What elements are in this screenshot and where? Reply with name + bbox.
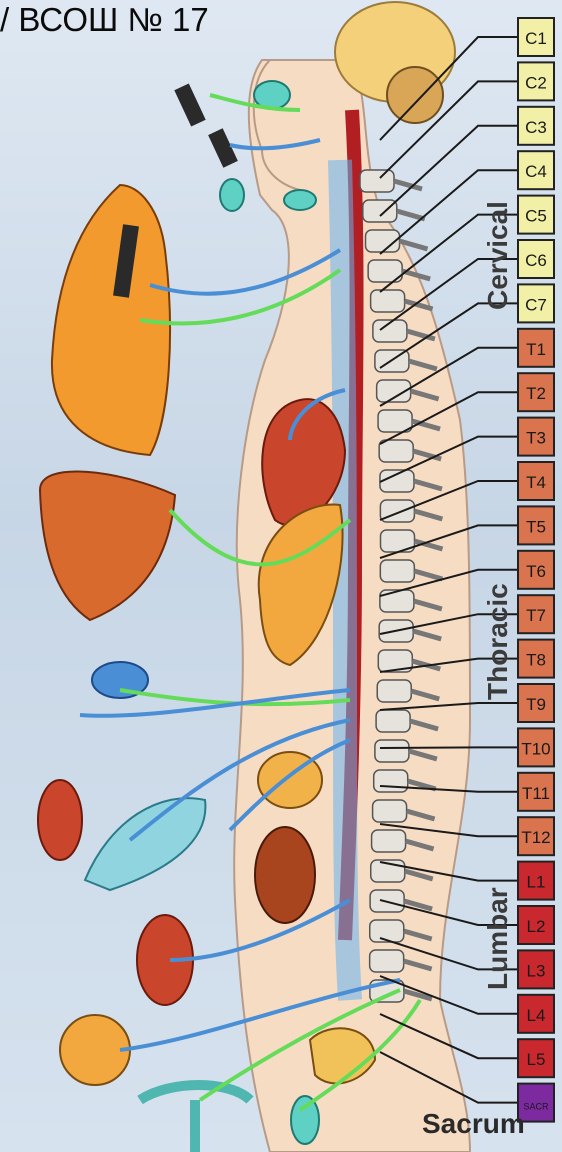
segment-label: T7	[526, 606, 546, 625]
kidney-shape	[38, 780, 82, 860]
segment-label: C4	[525, 162, 547, 181]
segment-label: T6	[526, 562, 546, 581]
segment-label: C6	[525, 251, 547, 270]
segment-label: T3	[526, 429, 546, 448]
pancreas-shape	[85, 798, 205, 890]
vertebra	[377, 680, 411, 702]
sacrum-label: Sacrum	[422, 1108, 525, 1139]
dark-ganglion-1	[174, 83, 205, 126]
segment-label: L5	[527, 1050, 546, 1069]
vertebra	[380, 560, 414, 582]
vertebra	[370, 920, 404, 942]
segment-label: C1	[525, 29, 547, 48]
thoracic-region-label: Thoracic	[482, 583, 513, 700]
segment-label: SACR	[523, 1102, 549, 1112]
lumbar-region-label: Lumbar	[482, 887, 513, 990]
cerebellum-shape	[387, 67, 443, 123]
segment-label: C5	[525, 207, 547, 226]
vertebra	[370, 950, 404, 972]
vertebra	[380, 590, 414, 612]
vertebra	[374, 770, 408, 792]
segment-label: T10	[521, 739, 550, 758]
vertebra	[379, 440, 413, 462]
segment-label: L3	[527, 961, 546, 980]
vertebra-process	[397, 211, 425, 219]
segment-label: L4	[527, 1006, 546, 1025]
vertebra	[373, 800, 407, 822]
vertebra	[375, 740, 409, 762]
gland-shape-2	[284, 190, 316, 210]
bladder-shape	[60, 1015, 130, 1085]
liver-shape	[40, 471, 175, 620]
intestine-lower-shape	[255, 827, 315, 923]
segment-label: T5	[526, 517, 546, 536]
vertebra	[372, 830, 406, 852]
segment-label: L1	[527, 873, 546, 892]
segment-label: T8	[526, 651, 546, 670]
eye-gland-shape	[220, 179, 244, 211]
segment-leader-line	[380, 747, 518, 748]
vertebra	[371, 290, 405, 312]
segment-label: T4	[526, 473, 546, 492]
segment-label: C7	[525, 295, 547, 314]
spinal-blue-plexus	[340, 160, 350, 1000]
segment-label: T1	[526, 340, 546, 359]
segment-label: L2	[527, 917, 546, 936]
segment-label: T12	[521, 828, 550, 847]
vertebra	[363, 200, 397, 222]
uterus-shape	[140, 1085, 250, 1152]
cervical-region-label: Cervical	[482, 201, 513, 310]
vertebra	[360, 170, 394, 192]
dark-ganglion-2	[208, 128, 238, 167]
segment-label: T2	[526, 384, 546, 403]
segment-label: C2	[525, 73, 547, 92]
testis-shape	[291, 1096, 319, 1144]
segment-label: T11	[522, 784, 550, 803]
vertebra	[376, 710, 410, 732]
segment-label: C3	[525, 118, 547, 137]
segment-label: T9	[526, 695, 546, 714]
